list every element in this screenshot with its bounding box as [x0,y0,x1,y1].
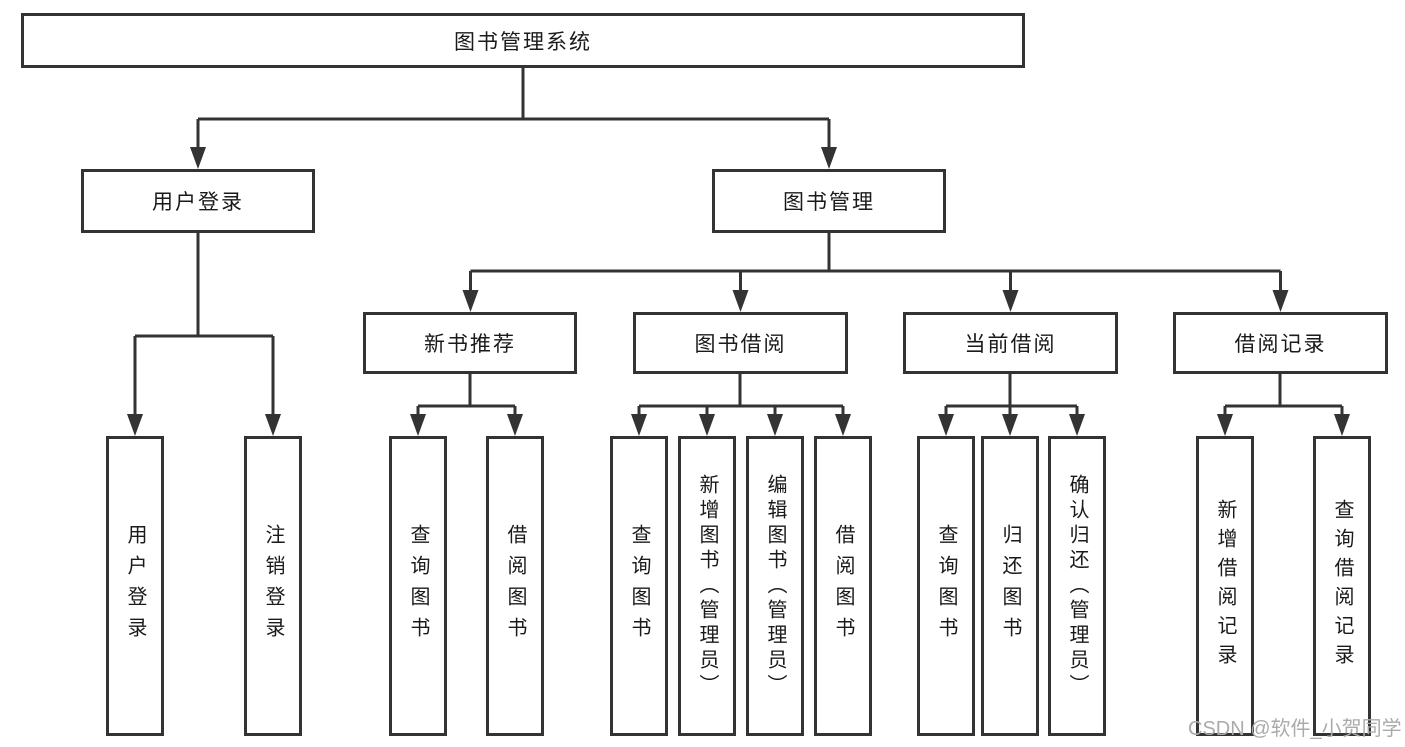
leaf-label: 查询图书 [628,524,650,648]
leaf-query-borrow-record: 查询借阅记录 [1313,436,1371,736]
leaf-label: 借阅图书 [832,524,854,648]
leaf-label: 注销登录 [262,524,284,648]
node-label: 当前借阅 [964,333,1057,356]
leaf-label: 查询借阅记录 [1331,499,1353,673]
node-label: 新书推荐 [424,333,516,356]
leaf-query-books-current: 查询图书 [917,436,975,736]
leaf-label: 查询图书 [407,524,429,648]
leaf-label: 借阅图书 [504,524,526,648]
node-label: 图书管理 [783,191,875,214]
leaf-logout: 注销登录 [244,436,302,736]
node-user-login: 用户登录 [81,169,315,233]
node-book-management: 图书管理 [712,169,946,233]
node-book-borrowing: 图书借阅 [633,312,848,374]
node-current-borrowing: 当前借阅 [903,312,1118,374]
node-borrowing-records: 借阅记录 [1173,312,1388,374]
leaf-confirm-return-admin: 确认归还（管理员） [1048,436,1106,736]
node-label: 借阅记录 [1234,333,1327,356]
leaf-edit-book-admin: 编辑图书（管理员） [746,436,804,736]
node-library-management-system: 图书管理系统 [21,13,1025,68]
leaf-user-login: 用户登录 [106,436,164,736]
leaf-add-borrow-record: 新增借阅记录 [1196,436,1254,736]
leaf-label: 新增借阅记录 [1214,499,1236,673]
leaf-add-book-admin: 新增图书（管理员） [678,436,736,736]
leaf-query-books-borrow: 查询图书 [610,436,668,736]
node-label: 用户登录 [152,191,244,214]
leaf-label: 用户登录 [124,524,146,648]
arrowheads [127,147,1350,436]
leaf-label: 新增图书（管理员） [696,473,718,699]
connector-lines [133,68,1344,415]
node-label: 图书借阅 [694,333,787,356]
leaf-borrow-books: 借阅图书 [814,436,872,736]
leaf-borrow-books-recommend: 借阅图书 [486,436,544,736]
leaf-query-books-recommend: 查询图书 [389,436,447,736]
csdn-watermark: CSDN @软件_小贺同学 [1188,718,1402,740]
leaf-return-books: 归还图书 [981,436,1039,736]
leaf-label: 查询图书 [935,524,957,648]
leaf-label: 确认归还（管理员） [1066,473,1088,699]
leaf-label: 编辑图书（管理员） [764,473,786,699]
node-label: 图书管理系统 [454,30,592,54]
node-new-book-recommendation: 新书推荐 [363,312,577,374]
leaf-label: 归还图书 [999,524,1021,648]
